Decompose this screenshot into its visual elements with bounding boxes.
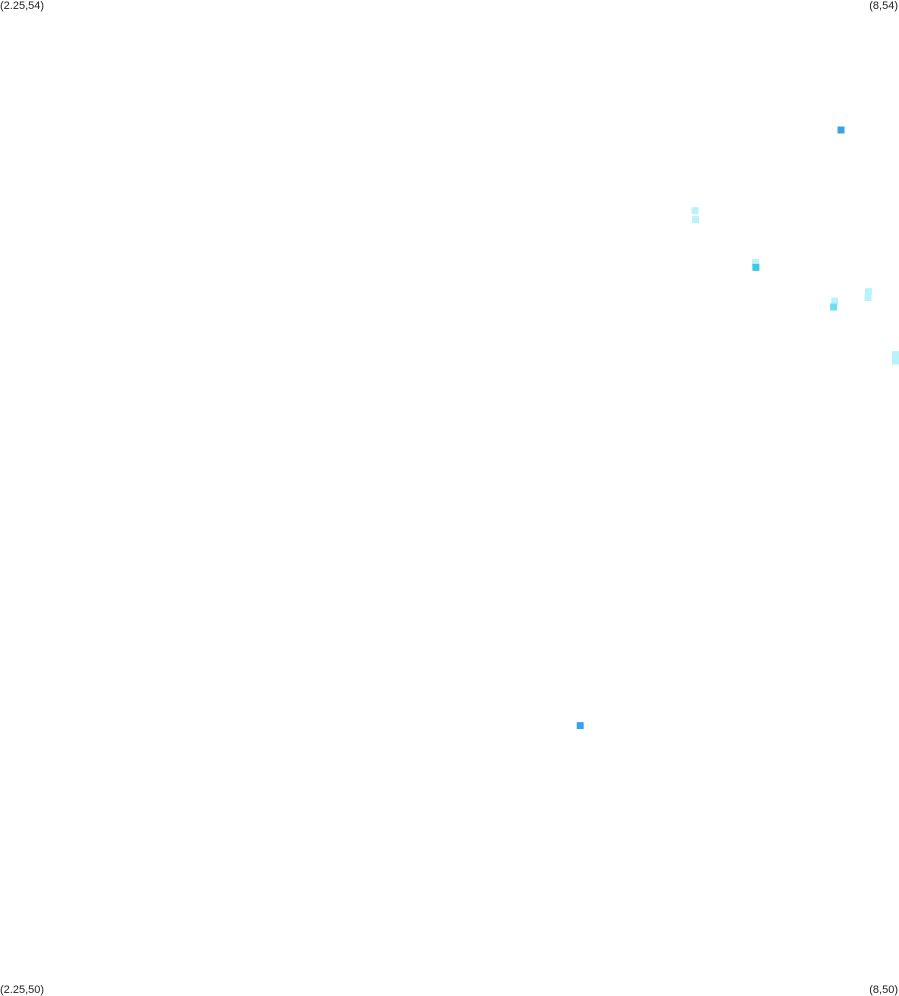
- corner-coordinate-bottom-right: (8,50): [869, 984, 898, 996]
- corner-coordinate-top-right: (8,54): [869, 0, 898, 12]
- map-marker[interactable]: [892, 351, 899, 359]
- map-marker[interactable]: [892, 357, 899, 365]
- map-marker[interactable]: [692, 216, 700, 224]
- map-marker[interactable]: [576, 722, 584, 730]
- map-marker[interactable]: [830, 303, 838, 311]
- map-marker[interactable]: [831, 297, 839, 305]
- corner-coordinate-bottom-left: (2.25,50): [0, 984, 45, 996]
- map-marker[interactable]: [837, 126, 845, 134]
- map-marker[interactable]: [864, 288, 872, 296]
- map-marker[interactable]: [691, 207, 699, 215]
- corner-coordinate-top-left: (2.25,54): [0, 0, 45, 12]
- map-marker[interactable]: [752, 258, 760, 266]
- map-marker[interactable]: [752, 263, 760, 271]
- map-marker[interactable]: [864, 294, 872, 302]
